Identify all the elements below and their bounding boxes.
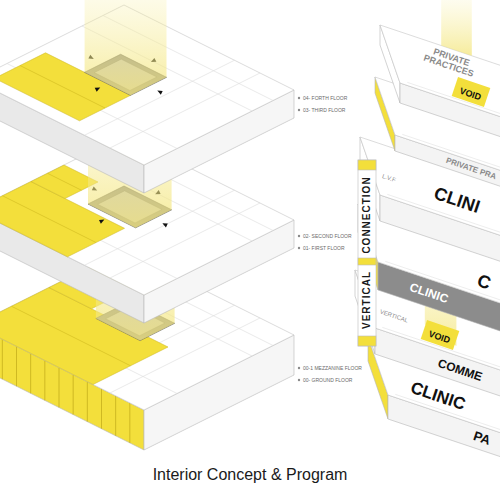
- floor-label: 04- FORTH FLOOR: [303, 96, 347, 101]
- direction-arrow: [99, 220, 104, 224]
- label-dot: [298, 97, 300, 99]
- title: Interior Concept & Program: [0, 466, 500, 484]
- floor-label: 00- GROUND FLOOR: [303, 378, 352, 383]
- edge-line: [382, 327, 500, 381]
- mullion: [87, 382, 88, 422]
- block-top: [380, 25, 500, 140]
- floor-label: 02- SECOND FLOOR: [303, 234, 352, 239]
- mullion: [59, 368, 60, 408]
- mullion: [16, 346, 17, 386]
- edge-line: [402, 134, 500, 188]
- direction-arrow: [157, 91, 162, 95]
- void-label: VOID: [428, 328, 452, 344]
- light-beam: [85, 0, 167, 95]
- label-dot: [298, 109, 300, 111]
- direction-arrow: [95, 88, 101, 92]
- core-slice: [358, 258, 376, 265]
- label-dot: [298, 235, 300, 237]
- core-slice: [358, 336, 376, 346]
- floor-label: 03- THIRD FLOOR: [303, 108, 345, 113]
- mullion: [73, 375, 74, 415]
- mullion: [2, 339, 3, 379]
- edge-line: [385, 261, 500, 315]
- light-beam: [441, 0, 472, 56]
- partition: [48, 173, 82, 190]
- mullion: [44, 360, 45, 400]
- program-stack: [355, 0, 500, 476]
- label-dot: [298, 247, 300, 249]
- mullion: [101, 389, 102, 429]
- floor-stack: [0, 0, 300, 450]
- core-label: VERTICAL: [362, 271, 372, 329]
- partition: [3, 196, 97, 243]
- label-dot: [298, 379, 300, 381]
- mullion: [129, 403, 130, 443]
- core-slice: [358, 160, 376, 170]
- direction-arrow: [162, 223, 167, 227]
- core-band: [358, 160, 376, 346]
- mullion: [115, 396, 116, 436]
- yellow-zone: [31, 165, 98, 199]
- floor-label: 01- FIRST FLOOR: [303, 246, 345, 251]
- mullion: [30, 353, 31, 393]
- floor-label: 00-1 MEZZANINE FLOOR: [303, 366, 362, 371]
- label-dot: [298, 367, 300, 369]
- core-label: CONNECTION: [362, 176, 372, 253]
